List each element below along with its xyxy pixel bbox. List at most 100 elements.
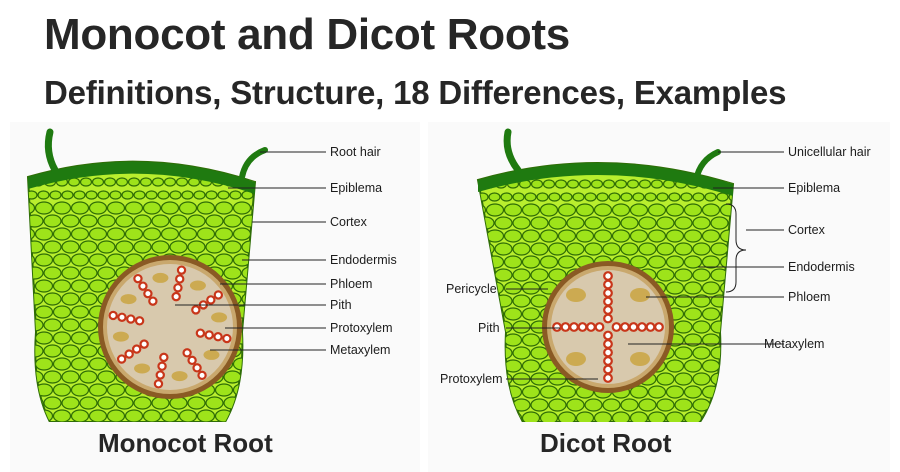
cortex-cell xyxy=(43,396,62,410)
cortex-cell xyxy=(521,203,541,217)
cortex-cell xyxy=(554,179,568,189)
cortex-cell xyxy=(683,385,703,399)
cortex-cell xyxy=(512,192,525,202)
cortex-cell xyxy=(728,216,733,230)
cortex-cell xyxy=(575,411,595,422)
cortex-cell xyxy=(701,281,721,295)
cortex-cell xyxy=(608,192,621,202)
xylem-vessel xyxy=(175,274,185,284)
cortex-cell xyxy=(67,177,81,187)
cortex-cell xyxy=(223,266,242,280)
cortex-cell xyxy=(133,240,152,254)
cortex-cell xyxy=(692,192,705,202)
cortex-cell xyxy=(650,179,664,189)
xylem-vessel xyxy=(603,279,613,290)
cortex-cell xyxy=(28,201,36,215)
cortex-cell xyxy=(52,279,72,293)
cortex-cell xyxy=(500,192,513,202)
cortex-cell xyxy=(701,359,721,373)
cortex-cell xyxy=(73,190,86,200)
cortex-cell xyxy=(739,256,756,268)
cortex-cell xyxy=(674,242,693,256)
cortex-cell xyxy=(584,242,603,256)
cortex-cell xyxy=(626,179,640,189)
cortex-cell xyxy=(70,253,90,267)
dicot-root-section xyxy=(476,128,756,422)
cortex-cell xyxy=(250,357,255,371)
xylem-vessel xyxy=(603,271,613,281)
cortex-cell xyxy=(716,192,729,202)
cortex-cell xyxy=(52,253,72,267)
cortex-cell xyxy=(647,229,667,243)
monocot-label-epiblema: Epiblema xyxy=(330,181,382,195)
cortex-cell xyxy=(28,266,44,280)
cortex-cell xyxy=(14,191,25,199)
cortex-cell xyxy=(34,305,54,319)
cortex-cell xyxy=(43,370,62,384)
cortex-cell xyxy=(61,344,80,358)
cortex-cell xyxy=(557,203,577,217)
cortex-cell xyxy=(28,214,44,228)
cortex-cell xyxy=(656,192,669,202)
cortex-cell xyxy=(196,201,216,215)
cortex-cell xyxy=(656,268,675,282)
cortex-cell xyxy=(683,255,703,269)
xylem-vessel xyxy=(213,332,223,342)
cortex-cell xyxy=(10,241,25,253)
cortex-cell xyxy=(205,396,224,410)
cortex-cell xyxy=(37,190,50,200)
cortex-cell xyxy=(178,227,198,241)
cortex-cell xyxy=(250,201,255,215)
cortex-cell xyxy=(674,268,693,282)
dicot-label-endodermis: Endodermis xyxy=(788,260,855,274)
cortex-cell xyxy=(91,177,105,187)
monocot-label-protoxylem: Protoxylem xyxy=(330,321,393,335)
cortex-cell xyxy=(620,192,633,202)
xylem-vessel xyxy=(603,356,613,366)
cortex-cell xyxy=(683,203,703,217)
cortex-cell xyxy=(106,201,126,215)
cortex-cell xyxy=(701,203,721,217)
cortex-cell xyxy=(214,253,234,267)
cortex-cell xyxy=(478,333,487,347)
page-title: Monocot and Dicot Roots xyxy=(44,10,570,59)
cortex-cell xyxy=(503,281,523,295)
cortex-cell xyxy=(52,201,72,215)
cortex-cell xyxy=(485,411,505,422)
cortex-cell xyxy=(133,190,146,200)
cortex-cell xyxy=(536,192,549,202)
cortex-cell xyxy=(611,203,631,217)
cortex-cell xyxy=(10,306,17,318)
cortex-cell xyxy=(596,192,609,202)
cortex-cell xyxy=(539,385,559,399)
cortex-cell xyxy=(142,409,162,422)
cortex-cell xyxy=(683,333,703,347)
cortex-cell xyxy=(478,294,495,308)
cortex-cell xyxy=(736,180,747,188)
xylem-vessel xyxy=(637,322,647,332)
phloem-patch xyxy=(152,272,169,283)
cortex-cell xyxy=(494,216,513,230)
cortex-cell xyxy=(88,357,108,371)
monocot-panel: Root hair Epiblema Cortex Endodermis Phl… xyxy=(10,122,420,472)
cortex-cell xyxy=(478,307,487,321)
cortex-cell xyxy=(741,193,752,201)
cortex-cell xyxy=(503,411,523,422)
cortex-cell xyxy=(88,409,108,422)
cortex-cell xyxy=(142,201,162,215)
cortex-cell xyxy=(160,227,180,241)
xylem-vessel xyxy=(182,348,192,358)
cortex-cell xyxy=(61,318,80,332)
cortex-cell xyxy=(61,396,80,410)
cortex-cell xyxy=(181,190,194,200)
cortex-cell xyxy=(115,396,134,410)
cortex-cell xyxy=(566,398,585,412)
cortex-cell xyxy=(103,177,117,187)
cortex-cell xyxy=(710,398,729,412)
cortex-cell xyxy=(106,227,126,241)
cortex-cell xyxy=(61,266,80,280)
cortex-cell xyxy=(478,255,487,269)
cortex-cell xyxy=(61,240,80,254)
cortex-cell xyxy=(665,281,685,295)
dicot-root-diagram: Unicellular hair Epiblema Cortex Endoder… xyxy=(440,128,871,422)
